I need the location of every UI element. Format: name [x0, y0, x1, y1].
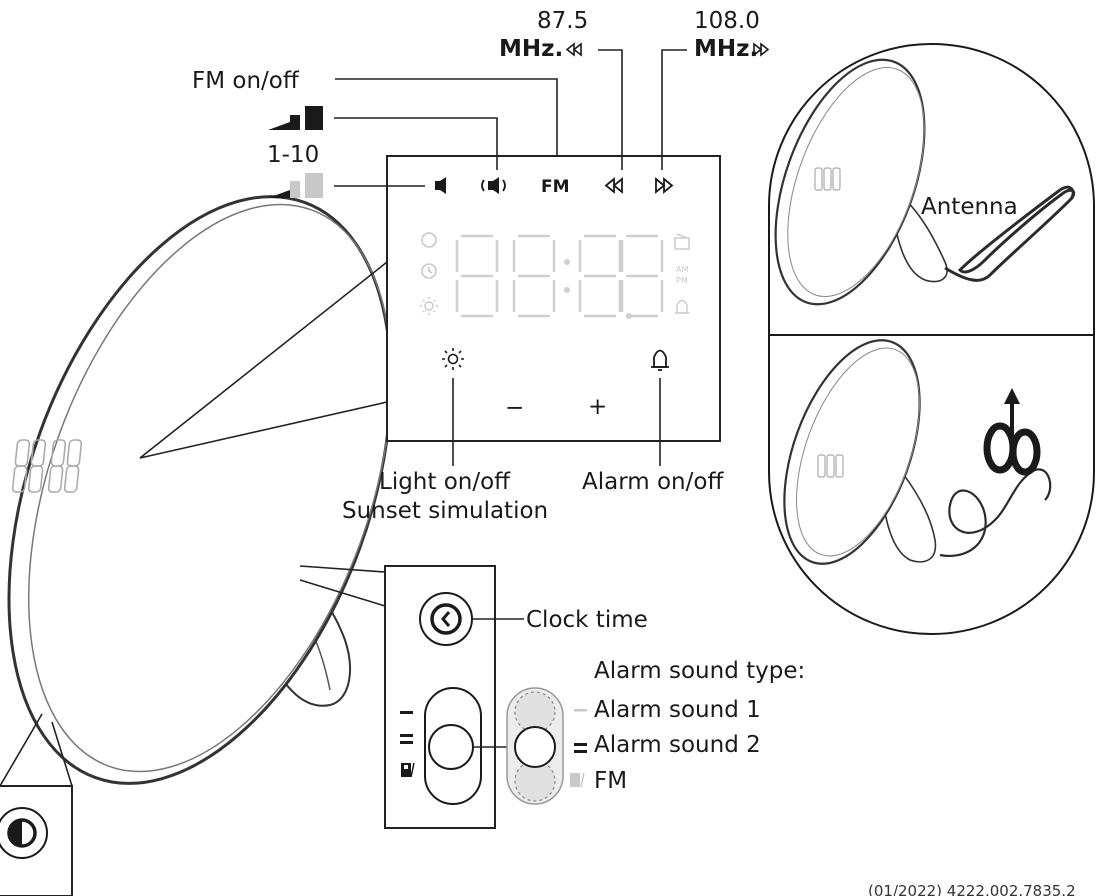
- document-number: (01/2022) 4222.002.7835.2: [868, 882, 1076, 896]
- volume-range-label: 1-10: [267, 142, 319, 168]
- slider-positions: [506, 687, 587, 805]
- main-device: [7, 195, 393, 785]
- radio-icon: [674, 233, 690, 250]
- light-on-off-label: Light on/off: [379, 469, 511, 495]
- back-panel: [299, 565, 524, 829]
- rewind-icon[interactable]: [604, 177, 623, 194]
- pm-indicator: PM: [676, 276, 688, 285]
- freq-max-unit: MHz.: [694, 36, 758, 62]
- plus-button[interactable]: +: [588, 394, 607, 420]
- fast-forward-icon[interactable]: [655, 177, 674, 194]
- alarm-sound-type-label: Alarm sound type:: [594, 658, 805, 684]
- signal-bars-high-icon: [268, 106, 323, 130]
- volume-high-icon[interactable]: [481, 177, 506, 194]
- bell-small-icon: [675, 299, 689, 314]
- radio-alarm-icon: [421, 232, 437, 279]
- seven-segment-display: [455, 234, 664, 319]
- disc-display: [11, 439, 83, 493]
- antenna-device-upper: [774, 58, 1076, 306]
- antenna-panel: Antenna: [768, 43, 1095, 635]
- minus-button[interactable]: −: [505, 395, 524, 421]
- signal-bars-low-icon: [268, 173, 323, 198]
- fm-position-label: FM: [594, 768, 627, 794]
- sunset-simulation-label: Sunset simulation: [342, 498, 548, 524]
- sun-icon[interactable]: [442, 348, 464, 370]
- clock-time-label: Clock time: [526, 607, 648, 633]
- fm-indicator[interactable]: FM: [541, 177, 570, 197]
- forward-legend-icon: [753, 42, 770, 57]
- bell-icon[interactable]: [651, 349, 669, 371]
- top-legend: 1-10 FM on/off 87.5 MHz. 108.0 MHz.: [192, 8, 770, 198]
- sun-small-icon: [420, 297, 438, 315]
- alarm-sound-slider[interactable]: [424, 687, 482, 805]
- clock-button[interactable]: [419, 592, 473, 646]
- alarm-sound-1-label: Alarm sound 1: [594, 697, 761, 723]
- brightness-icon[interactable]: [0, 807, 48, 859]
- device-disc: [7, 195, 393, 785]
- freq-max-value: 108.0: [694, 8, 760, 34]
- freq-min-unit: MHz.: [499, 36, 563, 62]
- antenna-device-lower: [783, 339, 1052, 565]
- freq-min-value: 87.5: [537, 8, 588, 34]
- brightness-callout: [0, 713, 73, 896]
- am-indicator: AM: [676, 265, 688, 274]
- fm-on-off-label: FM on/off: [192, 68, 300, 94]
- antenna-label: Antenna: [921, 194, 1018, 220]
- fm-slider-icon: [401, 762, 415, 778]
- alarm-on-off-label: Alarm on/off: [582, 469, 724, 495]
- display-panel: FM: [386, 155, 721, 442]
- volume-low-icon[interactable]: [435, 177, 446, 194]
- rewind-legend-icon: [565, 42, 582, 57]
- alarm-sound-2-label: Alarm sound 2: [594, 732, 761, 758]
